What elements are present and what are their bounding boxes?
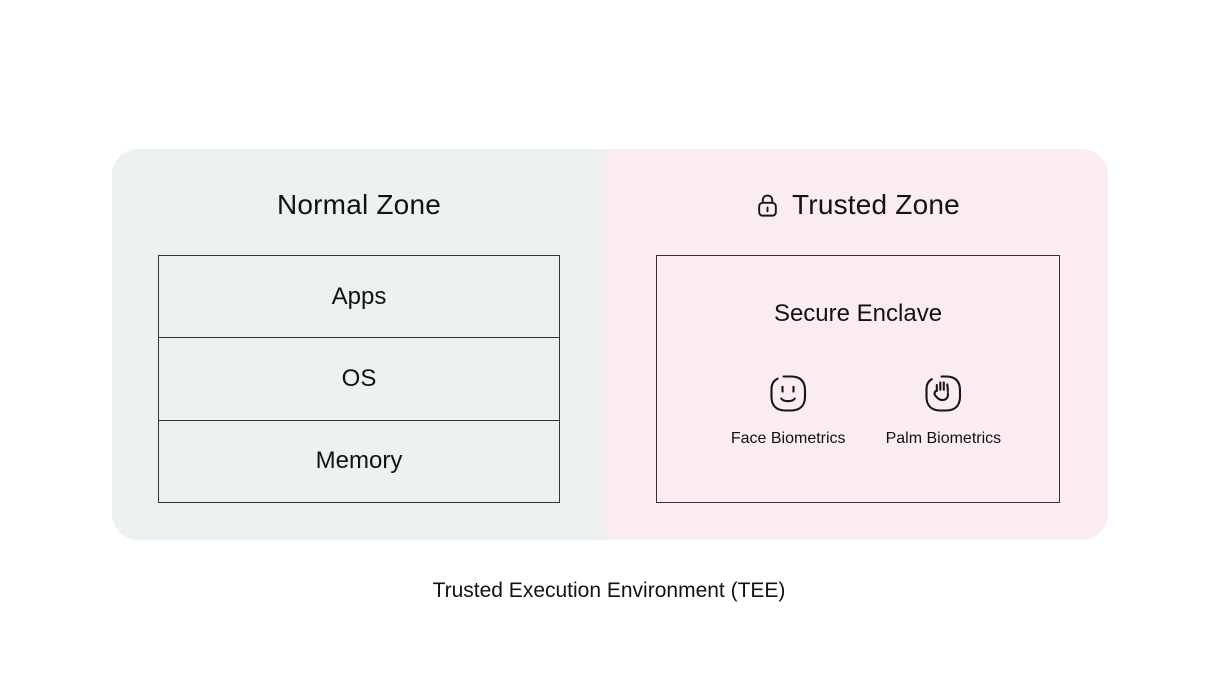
trusted-zone-panel: Trusted Zone Secure Enclave	[606, 149, 1108, 540]
layer-memory: Memory	[159, 419, 559, 502]
trusted-zone-title: Trusted Zone	[606, 189, 1108, 221]
biometrics-row: Face Biometrics	[665, 370, 1067, 448]
face-biometrics-item: Face Biometrics	[731, 370, 846, 448]
tee-container: Normal Zone Apps OS Memory	[112, 149, 1108, 540]
normal-zone-stack: Apps OS Memory	[158, 255, 560, 503]
palm-biometrics-icon	[920, 370, 966, 416]
trusted-zone-title-label: Trusted Zone	[792, 189, 960, 220]
palm-biometrics-label: Palm Biometrics	[885, 430, 1002, 447]
layer-apps-label: Apps	[331, 282, 387, 310]
face-biometrics-label: Face Biometrics	[730, 430, 846, 447]
layer-os-label: OS	[341, 364, 377, 392]
normal-zone-title: Normal Zone	[112, 189, 606, 221]
face-biometrics-icon	[765, 370, 811, 416]
lock-icon	[754, 192, 781, 219]
layer-os: OS	[159, 337, 559, 419]
layer-memory-label: Memory	[315, 447, 403, 475]
normal-zone-title-label: Normal Zone	[276, 189, 442, 220]
secure-enclave-title: Secure Enclave	[773, 300, 943, 327]
layer-apps: Apps	[159, 256, 559, 337]
diagram-caption: Trusted Execution Environment (TEE)	[432, 579, 786, 602]
secure-enclave-box: Secure Enclave Face Biometrics	[656, 255, 1060, 503]
palm-biometrics-item: Palm Biometrics	[885, 370, 1002, 448]
normal-zone-panel: Normal Zone Apps OS Memory	[112, 149, 606, 540]
